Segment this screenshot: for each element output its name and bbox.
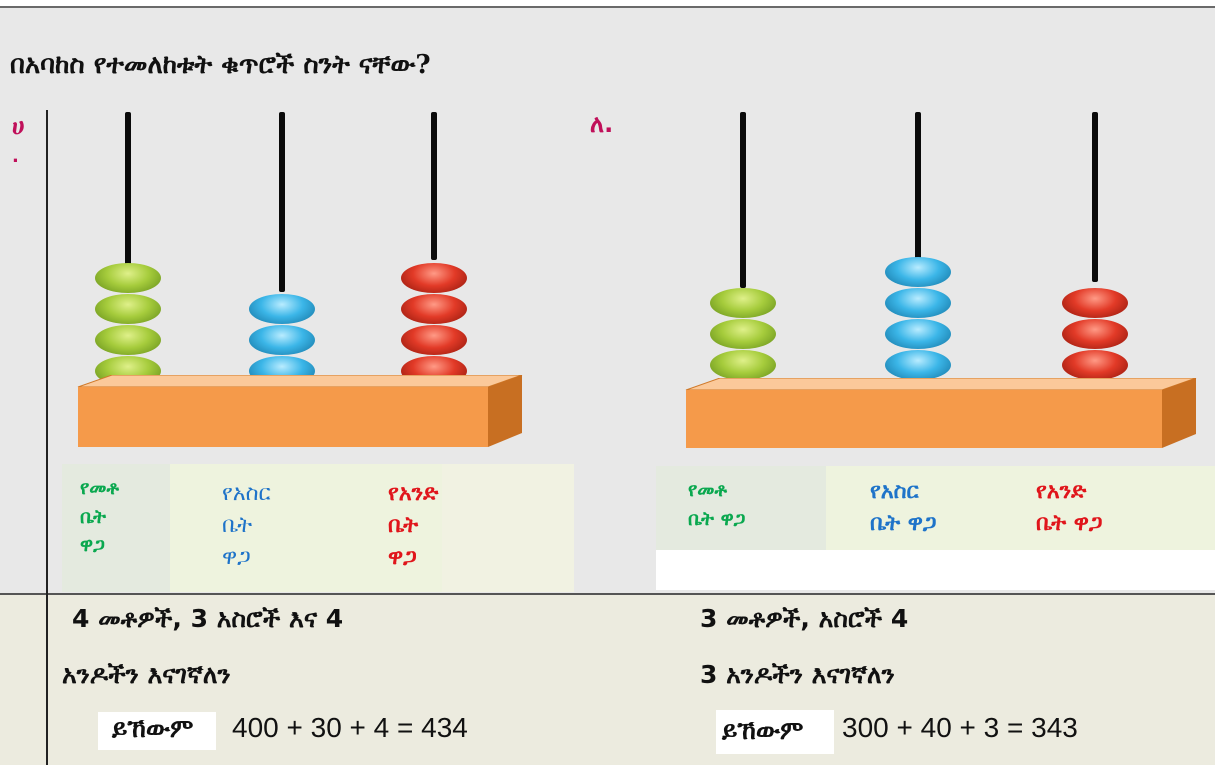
panel-a-label: ሀ — [12, 112, 25, 140]
sentence-b-line1: 3 መቶዎች, አስሮች 4 — [700, 604, 909, 633]
header-tens-b: የአስር ቤት ዋጋ — [870, 479, 937, 536]
bead-hundreds-b — [710, 288, 776, 318]
left-divider-lower — [46, 593, 48, 765]
bead-tens-b — [885, 319, 951, 349]
bead-tens-a — [249, 294, 315, 324]
result-a-word: ይኸውም — [112, 714, 194, 743]
bead-hundreds-a — [95, 325, 161, 355]
result-a-word-bg — [98, 712, 216, 750]
panel-b-label: ለ. — [590, 110, 614, 138]
sentence-a-line2: አንዶችን እናገኛለን — [62, 660, 231, 689]
rod-tens-a — [279, 112, 285, 292]
bead-hundreds-a — [95, 263, 161, 293]
abacus-base-a — [77, 375, 523, 447]
abacus-base-b — [685, 378, 1197, 448]
place-value-table-a: የመቶ ቤት ዋጋ የአስር ቤት ዋጋ የአንድ ቤት ዋጋ — [62, 464, 574, 592]
bead-ones-a — [401, 325, 467, 355]
section-rule — [0, 593, 1215, 595]
sentence-a-line1: 4 መቶዎች, 3 አስሮች እና 4 — [72, 604, 344, 633]
bead-hundreds-b — [710, 319, 776, 349]
rod-hundreds-b — [740, 112, 746, 288]
bead-tens-a — [249, 325, 315, 355]
result-b-word: ይኸውም — [722, 716, 804, 745]
panel-a-label-dot: . — [12, 146, 19, 167]
sentence-b-line2: 3 አንዶችን እናገኛለን — [700, 660, 895, 689]
rod-ones-a — [431, 112, 437, 260]
bead-tens-b — [885, 257, 951, 287]
header-ones-a: የአንድ ቤት ዋጋ — [388, 481, 439, 570]
result-a-expression: 400 + 30 + 4 = 434 — [232, 712, 468, 743]
bead-tens-b — [885, 350, 951, 380]
rod-hundreds-a — [125, 112, 131, 290]
rod-ones-b — [1092, 112, 1098, 282]
bead-ones-a — [401, 294, 467, 324]
bead-hundreds-b — [710, 350, 776, 380]
top-rule — [0, 6, 1215, 8]
place-value-table-b: የመቶ ቤት ዋጋ የአስር ቤት ዋጋ የአንድ ቤት ዋጋ — [656, 466, 1215, 590]
rod-tens-b — [915, 112, 921, 260]
header-hundreds-b: የመቶ ቤት ዋጋ — [688, 479, 746, 530]
bead-tens-b — [885, 288, 951, 318]
bead-ones-a — [401, 263, 467, 293]
header-ones-b: የአንድ ቤት ዋጋ — [1036, 479, 1103, 536]
bead-ones-b — [1062, 288, 1128, 318]
question-title: በአባከስ የተመለከቱት ቁጥሮች ስንት ናቸው? — [10, 50, 431, 80]
result-b-word-bg — [716, 710, 834, 754]
bead-ones-b — [1062, 319, 1128, 349]
left-divider — [46, 110, 48, 765]
result-b-expression: 300 + 40 + 3 = 343 — [842, 712, 1078, 743]
header-tens-a: የአስር ቤት ዋጋ — [222, 481, 271, 570]
header-hundreds-a: የመቶ ቤት ዋጋ — [80, 477, 119, 556]
bead-hundreds-a — [95, 294, 161, 324]
bead-ones-b — [1062, 350, 1128, 380]
